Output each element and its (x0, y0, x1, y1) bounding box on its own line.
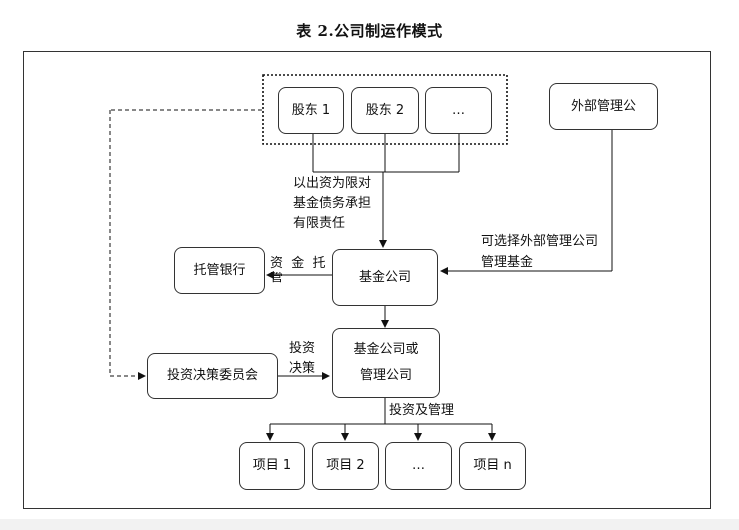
shareholder-2-box: 股东 2 (351, 87, 419, 134)
project-1-label: 项目 1 (252, 458, 292, 473)
fund-company-box: 基金公司 (332, 249, 438, 306)
project-n-label: 项目 n (473, 458, 512, 473)
external-manager-box: 外部管理公 (549, 83, 658, 130)
fund-or-manager-label-2: 管理公司 (359, 368, 412, 383)
decision-note-2: 决策 (289, 361, 316, 376)
project-n-box: 项目 n (459, 442, 526, 490)
investment-committee-label: 投资决策委员会 (166, 368, 258, 383)
fund-or-manager-label-1: 基金公司或 (353, 342, 419, 357)
project-1-box: 项目 1 (239, 442, 305, 490)
fund-company-label: 基金公司 (358, 269, 411, 285)
liability-note-2: 基金债务承担 (293, 196, 372, 211)
bottom-strip (0, 519, 739, 530)
project-2-label: 项目 2 (326, 458, 365, 473)
custodian-bank-label: 托管银行 (193, 262, 246, 278)
investment-committee-box: 投资决策委员会 (147, 353, 278, 399)
project-more-box: … (385, 442, 452, 490)
external-note-2: 管理基金 (481, 255, 534, 270)
invest-manage-note: 投资及管理 (389, 403, 455, 418)
fund-or-manager-box: 基金公司或 管理公司 (332, 328, 440, 398)
shareholder-1-label: 股东 1 (291, 102, 331, 118)
custody-note-2: 管 (270, 272, 284, 284)
decision-note-1: 投资 (289, 341, 316, 356)
custodian-bank-box: 托管银行 (174, 247, 265, 294)
custody-note-1: 资 金 托 (270, 256, 326, 271)
shareholder-group-outline (262, 74, 508, 145)
diagram-title: 表 2.公司制运作模式 (296, 22, 443, 40)
shareholder-more-box: … (425, 87, 492, 134)
project-2-box: 项目 2 (312, 442, 379, 490)
external-note-1: 可选择外部管理公司 (481, 234, 599, 249)
external-manager-label: 外部管理公 (570, 98, 636, 114)
liability-note-1: 以出资为限对 (293, 176, 372, 191)
shareholder-2-label: 股东 2 (365, 102, 405, 118)
project-more-label: … (412, 458, 425, 473)
diagram-frame (23, 51, 711, 509)
liability-note-3: 有限责任 (293, 216, 346, 231)
shareholder-1-box: 股东 1 (278, 87, 344, 134)
shareholder-more-label: … (452, 102, 465, 118)
